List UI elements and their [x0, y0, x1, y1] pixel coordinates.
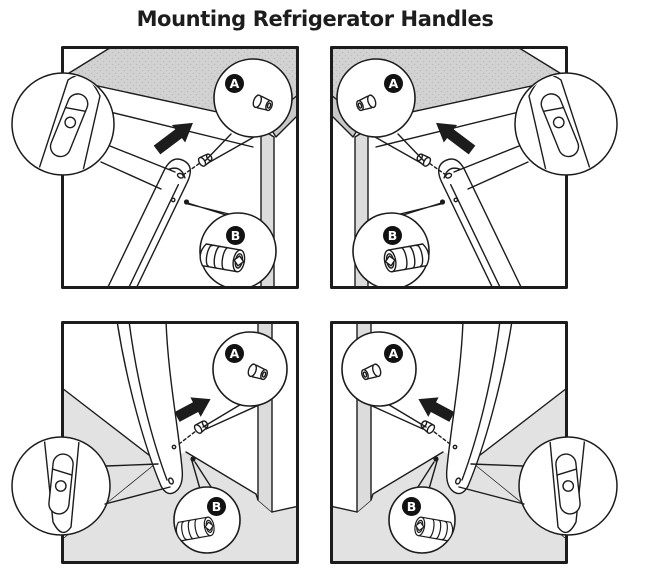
- callout-b-badge-bottom-left: B: [207, 497, 226, 516]
- panel-top-right-illustration: [330, 46, 617, 301]
- callout-a-badge-bottom-right: A: [384, 344, 403, 363]
- panel-bottom-right-illustration: [330, 321, 617, 564]
- panel-top-left-illustration: [12, 46, 299, 301]
- callout-b-badge-top-right: B: [383, 226, 402, 245]
- page-title: Mounting Refrigerator Handles: [136, 7, 494, 31]
- callout-b-badge-top-left: B: [226, 226, 245, 245]
- callout-a-badge-top-left: A: [225, 74, 244, 93]
- callout-a-badge-bottom-left: A: [225, 344, 244, 363]
- panel-bottom-left-illustration: [12, 321, 299, 564]
- callout-a-badge-top-right: A: [384, 74, 403, 93]
- callout-b-badge-bottom-right: B: [402, 497, 421, 516]
